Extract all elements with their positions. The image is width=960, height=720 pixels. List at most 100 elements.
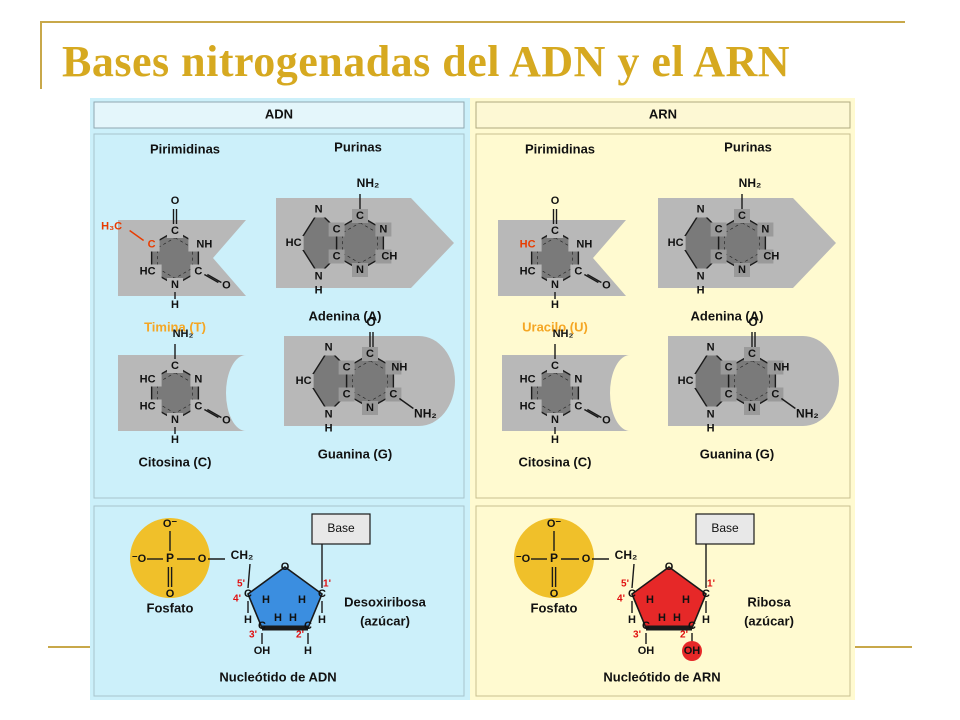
atom: N bbox=[574, 373, 582, 385]
atom-bg bbox=[677, 374, 696, 388]
atom: N bbox=[761, 223, 769, 235]
atom: N bbox=[707, 408, 715, 420]
atom: H bbox=[262, 594, 270, 606]
position-label: 5' bbox=[621, 579, 629, 590]
bottom-rule-right bbox=[855, 646, 912, 648]
atom: O bbox=[748, 315, 757, 329]
dna-purines-heading: Purinas bbox=[334, 139, 382, 154]
atom: OH bbox=[638, 645, 655, 657]
atom-bg bbox=[720, 387, 737, 402]
atom-bg bbox=[321, 341, 336, 356]
atom-bg bbox=[190, 372, 207, 387]
atom-bg bbox=[167, 278, 183, 292]
atom: NH₂ bbox=[796, 407, 819, 421]
sugar-name: Ribosa bbox=[747, 594, 791, 609]
sugar-note: (azúcar) bbox=[360, 613, 410, 628]
atom: C bbox=[715, 223, 723, 235]
atom: NH₂ bbox=[414, 407, 437, 421]
atom-bg bbox=[667, 236, 686, 250]
atom: H bbox=[628, 614, 636, 626]
atom-bg bbox=[167, 224, 183, 238]
atom: C bbox=[333, 250, 341, 262]
base-box bbox=[695, 513, 755, 545]
atom: O bbox=[171, 195, 180, 207]
atom: N bbox=[194, 373, 202, 385]
atom-bg bbox=[328, 222, 345, 237]
atom: H bbox=[318, 614, 326, 626]
atom: N bbox=[171, 279, 179, 291]
atom: H bbox=[551, 299, 559, 311]
atom: C bbox=[642, 620, 650, 632]
bond bbox=[584, 408, 599, 419]
bond bbox=[587, 273, 602, 284]
atom-bg bbox=[710, 222, 727, 237]
atom-bg bbox=[141, 264, 162, 279]
atom: O bbox=[665, 561, 674, 573]
position-label: 4' bbox=[233, 594, 241, 605]
atom-bg bbox=[710, 249, 727, 264]
atom: C bbox=[333, 223, 341, 235]
atom: NH₂ bbox=[553, 328, 574, 340]
atom: C bbox=[194, 265, 202, 277]
atom-bg bbox=[285, 236, 304, 250]
atom: O bbox=[166, 588, 175, 600]
atom-bg bbox=[167, 413, 183, 427]
atom-bg bbox=[568, 237, 589, 252]
atom: O bbox=[222, 414, 231, 426]
atom: O bbox=[602, 279, 611, 291]
atom: C bbox=[688, 620, 696, 632]
atom-bg bbox=[362, 401, 378, 415]
base-name: Citosina (C) bbox=[139, 454, 212, 469]
atom-bg bbox=[143, 237, 160, 252]
atom: O bbox=[582, 553, 591, 565]
atom: C bbox=[343, 361, 351, 373]
atom: O⁻ bbox=[547, 518, 562, 530]
atom: ⁻O bbox=[132, 553, 147, 565]
atom: HC bbox=[520, 400, 536, 412]
rna-purines-heading: Purinas bbox=[724, 139, 772, 154]
atom: C bbox=[304, 620, 312, 632]
atom: O bbox=[198, 553, 207, 565]
bond bbox=[247, 563, 251, 589]
atom-bg bbox=[720, 360, 737, 375]
atom: C bbox=[574, 265, 582, 277]
atom-bg bbox=[352, 209, 368, 223]
atom: CH bbox=[381, 250, 397, 262]
atom: O bbox=[551, 195, 560, 207]
atom-bg bbox=[375, 249, 392, 264]
atom: H bbox=[658, 612, 666, 624]
atom: H bbox=[702, 614, 710, 626]
position-label: 2' bbox=[296, 630, 304, 641]
top-rule bbox=[40, 21, 905, 23]
atom: NH bbox=[391, 361, 407, 373]
atom: NH bbox=[196, 238, 212, 250]
atom: O bbox=[281, 561, 290, 573]
atom-bg bbox=[352, 263, 368, 277]
ribose-oh-highlight bbox=[682, 641, 702, 661]
atom: N bbox=[551, 414, 559, 426]
atom: C bbox=[356, 210, 364, 222]
position-label: 2' bbox=[680, 630, 688, 641]
atom: H bbox=[646, 594, 654, 606]
atom-bg bbox=[570, 372, 587, 387]
atom: OH bbox=[254, 645, 271, 657]
atom-bg bbox=[521, 372, 542, 387]
atom-bg bbox=[375, 222, 392, 237]
atom: N bbox=[379, 223, 387, 235]
atom: N bbox=[738, 264, 746, 276]
atom: P bbox=[550, 551, 558, 565]
atom: O bbox=[602, 414, 611, 426]
rna-pyrimidines-heading: Pirimidinas bbox=[525, 141, 595, 156]
atom: C bbox=[389, 388, 397, 400]
atom: N bbox=[315, 270, 323, 282]
bond bbox=[207, 408, 222, 419]
base-name: Adenina (A) bbox=[309, 308, 382, 323]
bond bbox=[584, 273, 599, 284]
atom: HC bbox=[678, 375, 694, 387]
atom: H₃C bbox=[101, 220, 122, 232]
base-name: Guanina (G) bbox=[700, 446, 774, 461]
base-name: Adenina (A) bbox=[691, 308, 764, 323]
base-box-label: Base bbox=[711, 521, 739, 535]
